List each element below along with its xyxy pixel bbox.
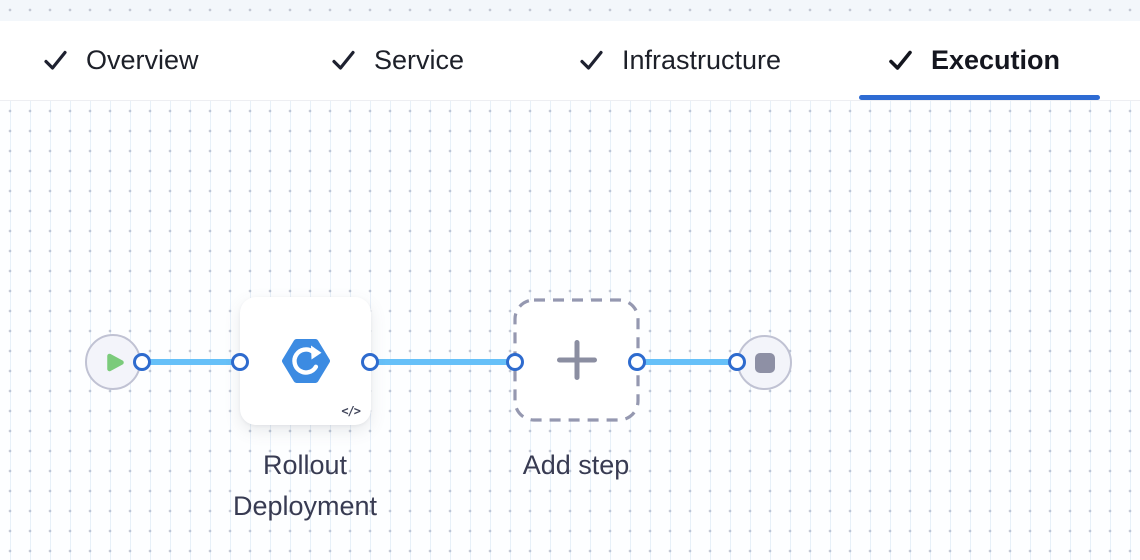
check-icon [330, 47, 357, 74]
add-step-button[interactable] [513, 298, 640, 422]
connection-point[interactable] [728, 353, 746, 371]
connection-point[interactable] [361, 353, 379, 371]
check-icon [578, 47, 605, 74]
plus-icon [555, 338, 599, 382]
connector-line [370, 359, 515, 365]
play-icon [100, 349, 126, 375]
tab-execution[interactable]: Execution [887, 21, 1060, 100]
connection-point[interactable] [628, 353, 646, 371]
tab-service[interactable]: Service [330, 21, 464, 100]
rolling-deployment-icon [278, 333, 334, 389]
stage-tabbar: Overview Service Infrastructure Executio… [0, 21, 1140, 101]
tab-label: Infrastructure [622, 45, 782, 75]
tab-label: Execution [931, 45, 1061, 75]
tab-overview[interactable]: Overview [42, 21, 199, 100]
active-tab-indicator [859, 95, 1100, 100]
step-label-rollout-deployment: Rollout Deployment [232, 450, 378, 521]
connection-point[interactable] [133, 353, 151, 371]
connector-line [142, 359, 240, 365]
start-node [85, 334, 141, 390]
connection-point[interactable] [231, 353, 249, 371]
stop-icon [754, 352, 775, 373]
tab-label: Overview [86, 45, 199, 75]
end-node [737, 335, 792, 390]
step-node-rollout-deployment[interactable]: </> [240, 297, 371, 425]
check-icon [42, 47, 69, 74]
connection-point[interactable] [506, 353, 524, 371]
check-icon [887, 47, 914, 74]
canvas-top-strip [0, 0, 1140, 21]
step-label-add-step: Add step [522, 450, 630, 480]
tab-infrastructure[interactable]: Infrastructure [578, 21, 781, 100]
tab-label: Service [374, 45, 465, 75]
connector-line [637, 359, 737, 365]
code-icon: </> [341, 404, 361, 418]
pipeline-canvas[interactable]: </> Rollout Deployme [0, 101, 1140, 560]
